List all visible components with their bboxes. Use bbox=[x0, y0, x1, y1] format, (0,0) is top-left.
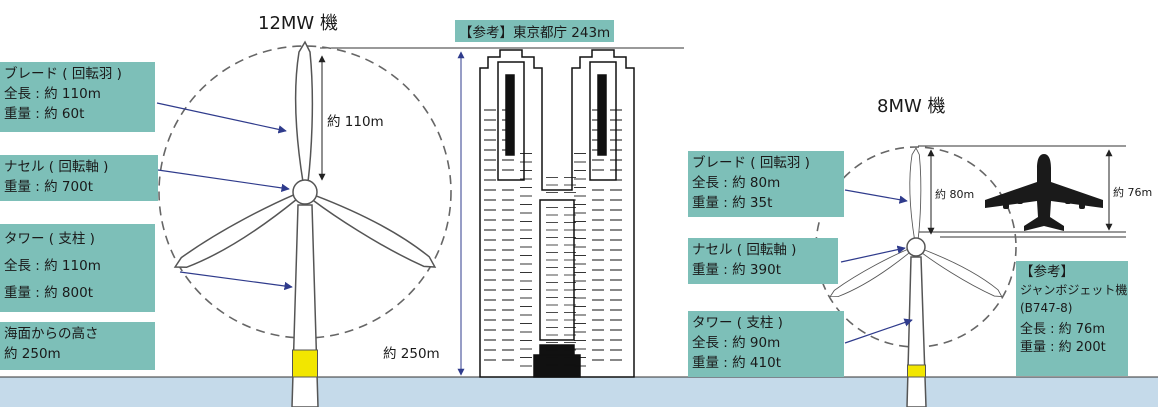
airplane-icon bbox=[985, 154, 1103, 231]
height-value-12mw: 約 250m bbox=[4, 346, 61, 362]
nacelle-weight-12mw: 重量 : 約 700t bbox=[4, 179, 93, 195]
blade-weight-12mw: 重量 : 約 60t bbox=[4, 106, 85, 122]
tokyo-reference-label: 【参考】東京都庁 243m bbox=[455, 20, 615, 42]
nacelle-box-12mw: ナセル ( 回転軸 ) 重量 : 約 700t bbox=[0, 155, 158, 201]
blade-weight-8mw: 重量 : 約 35t bbox=[692, 195, 773, 211]
tower-base-8mw bbox=[907, 364, 926, 378]
jumbo-dim-label: 約 76m bbox=[1113, 186, 1153, 199]
tower-weight-8mw: 重量 : 約 410t bbox=[692, 355, 781, 371]
blade-length-12mw: 全長 : 約 110m bbox=[4, 86, 101, 102]
tower-box-12mw: タワー ( 支柱 ) 全長 : 約 110m 重量 : 約 800t bbox=[0, 224, 155, 312]
total-dim-label-12mw: 約 250m bbox=[383, 346, 440, 362]
tower-box-8mw: タワー ( 支柱 ) 全長 : 約 90m 重量 : 約 410t bbox=[688, 311, 844, 377]
height-box-12mw: 海面からの高さ 約 250m bbox=[0, 322, 155, 370]
pointer-nacelle-12mw bbox=[157, 169, 290, 193]
jumbo-weight: 重量 : 約 200t bbox=[1020, 340, 1106, 355]
tower-title-12mw: タワー ( 支柱 ) bbox=[4, 231, 95, 247]
blade-box-8mw: ブレード ( 回転羽 ) 全長 : 約 80m 重量 : 約 35t bbox=[688, 151, 844, 217]
jumbo-box: 【参考】 ジャンボジェット機 (B747-8) 全長 : 約 76m 重量 : … bbox=[1016, 261, 1128, 376]
nacelle-box-8mw: ナセル ( 回転軸 ) 重量 : 約 390t bbox=[688, 238, 838, 284]
tower-length-12mw: 全長 : 約 110m bbox=[4, 258, 101, 274]
tokyo-building bbox=[479, 49, 635, 378]
tower-8mw bbox=[906, 256, 927, 407]
nacelle-weight-8mw: 重量 : 約 390t bbox=[692, 262, 781, 278]
tower-base-12mw bbox=[292, 349, 318, 378]
tower-weight-12mw: 重量 : 約 800t bbox=[4, 285, 93, 301]
jumbo-name: ジャンボジェット機 bbox=[1020, 283, 1128, 297]
blade-box-12mw: ブレード ( 回転羽 ) 全長 : 約 110m 重量 : 約 60t bbox=[0, 62, 155, 132]
nacelle-12mw bbox=[292, 179, 318, 205]
nacelle-title-12mw: ナセル ( 回転軸 ) bbox=[4, 159, 109, 175]
nacelle-title-8mw: ナセル ( 回転軸 ) bbox=[692, 242, 797, 258]
blade-dim-label-8mw: 約 80m bbox=[935, 188, 975, 201]
blade-dim-label-12mw: 約 110m bbox=[327, 114, 384, 130]
title-12mw: 12MW 機 bbox=[258, 13, 338, 34]
pointer-blade-12mw bbox=[156, 102, 287, 134]
tokyo-building-windows bbox=[484, 109, 623, 367]
jumbo-ref: 【参考】 bbox=[1020, 264, 1074, 280]
turbine-8mw bbox=[815, 146, 1017, 407]
title-8mw: 8MW 機 bbox=[877, 96, 946, 117]
tower-title-8mw: タワー ( 支柱 ) bbox=[692, 315, 783, 331]
height-label-12mw: 海面からの高さ bbox=[4, 326, 99, 342]
sea bbox=[0, 377, 1158, 407]
pointer-nacelle-8mw bbox=[840, 245, 906, 263]
jumbo-length: 全長 : 約 76m bbox=[1020, 322, 1105, 337]
pointer-tower-8mw bbox=[844, 318, 913, 344]
nacelle-8mw bbox=[906, 237, 926, 257]
blade-title-12mw: ブレード ( 回転羽 ) bbox=[4, 66, 122, 82]
blade-length-8mw: 全長 : 約 80m bbox=[692, 175, 781, 191]
blade-title-8mw: ブレード ( 回転羽 ) bbox=[692, 155, 810, 171]
jumbo-model: (B747-8) bbox=[1020, 301, 1073, 315]
pointer-tower-12mw bbox=[179, 271, 293, 291]
tower-length-8mw: 全長 : 約 90m bbox=[692, 335, 781, 351]
turbine-12mw bbox=[158, 41, 452, 407]
pointer-blade-8mw bbox=[844, 189, 908, 204]
